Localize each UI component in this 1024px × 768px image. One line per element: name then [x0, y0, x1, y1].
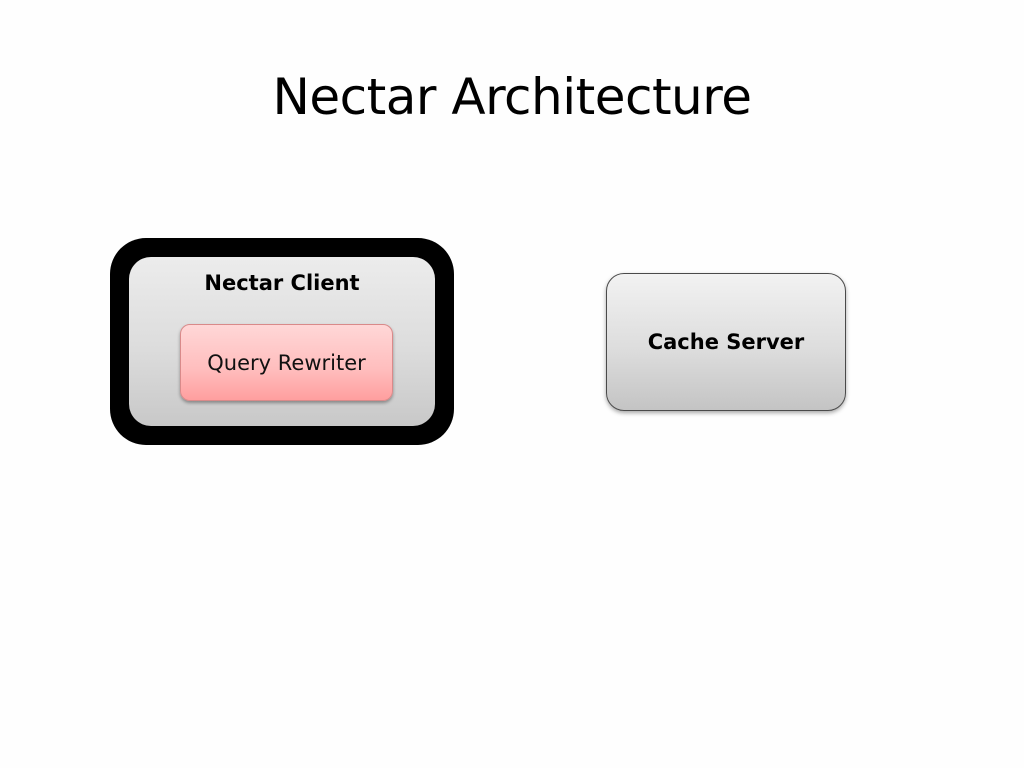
query-rewriter-node: Query Rewriter — [180, 324, 393, 401]
nectar-client-label: Nectar Client — [204, 271, 360, 295]
slide-title: Nectar Architecture — [272, 68, 752, 126]
cache-server-node: Cache Server — [606, 273, 846, 411]
nectar-client-inner: Nectar Client Query Rewriter — [129, 257, 435, 426]
nectar-client-node: Nectar Client Query Rewriter — [110, 238, 454, 445]
